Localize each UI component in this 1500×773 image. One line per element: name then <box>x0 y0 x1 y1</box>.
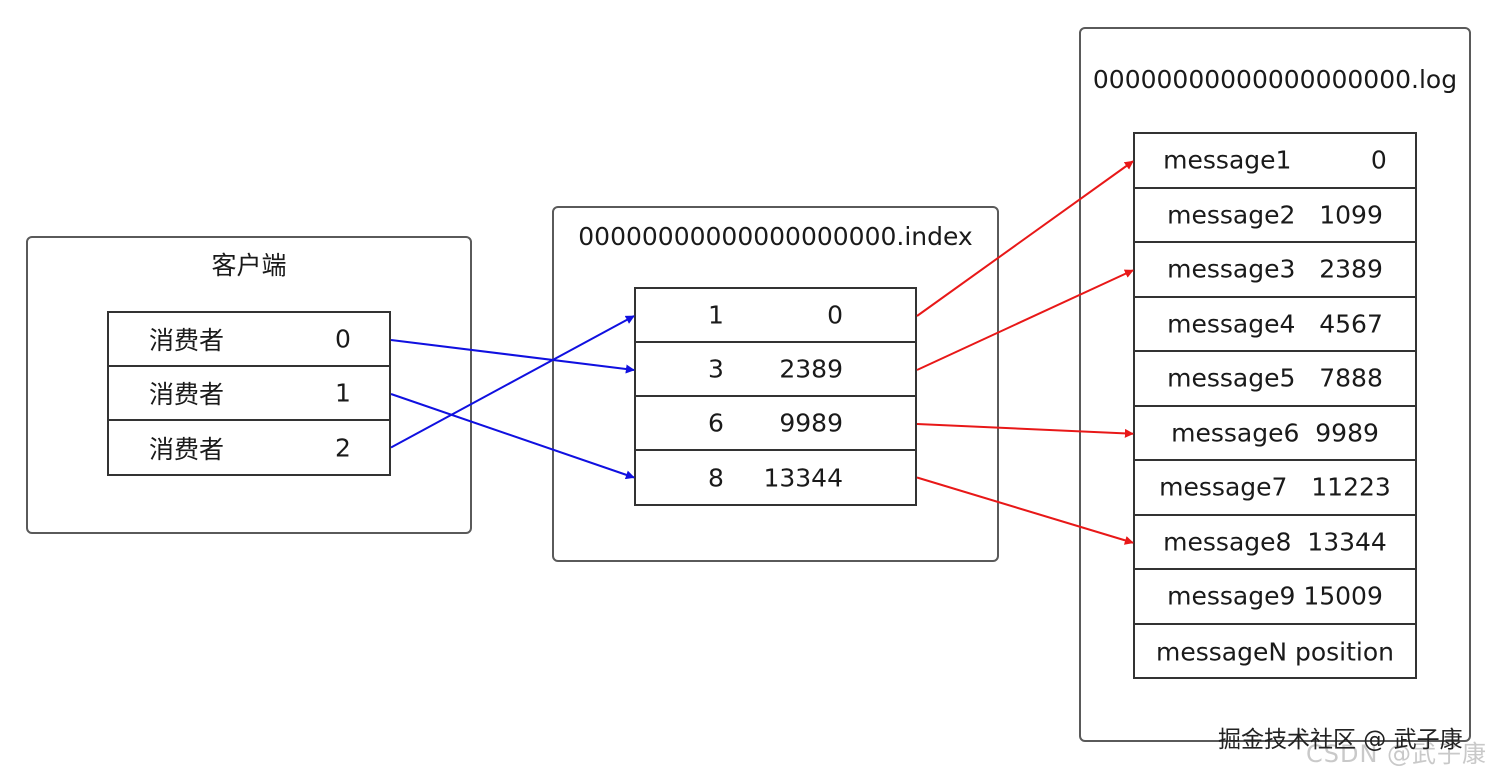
consumer-label: 消费者 <box>149 434 225 464</box>
index-position: 13344 <box>763 463 843 492</box>
log-row-text: messageN position <box>1155 637 1395 667</box>
log-row-text: message7 11223 <box>1159 472 1391 502</box>
index-offset: 6 <box>708 408 724 438</box>
log-row: message1 0 <box>1135 134 1415 189</box>
log-row: messageN position <box>1135 625 1415 680</box>
log-file-title: 00000000000000000000.log <box>1092 65 1458 94</box>
log-row: message2 1099 <box>1135 189 1415 243</box>
index-offset: 3 <box>708 354 724 384</box>
watermark-ghost: CSDN @武子康 <box>1306 740 1488 768</box>
log-row-text: message5 7888 <box>1167 363 1383 393</box>
log-row: message7 11223 <box>1135 461 1415 516</box>
log-row-text: message2 1099 <box>1167 200 1383 230</box>
log-row: message8 13344 <box>1135 516 1415 570</box>
log-row: message5 7888 <box>1135 352 1415 407</box>
consumer-id: 1 <box>335 378 351 408</box>
index-row: 3 2389 <box>636 343 915 397</box>
index-row: 6 9989 <box>636 397 915 451</box>
log-row-text: message9 15009 <box>1167 581 1383 611</box>
consumer-table: 消费者 0 消费者 1 消费者 2 <box>107 311 391 476</box>
log-row-text: message1 0 <box>1163 145 1387 175</box>
log-row: message3 2389 <box>1135 243 1415 298</box>
consumer-label: 消费者 <box>149 380 225 409</box>
index-offset: 1 <box>708 300 724 330</box>
consumer-id: 0 <box>335 324 351 354</box>
client-title: 客户端 <box>211 251 287 280</box>
index-row: 8 13344 <box>636 451 915 504</box>
log-row: message9 15009 <box>1135 570 1415 625</box>
consumer-row: 消费者 1 <box>109 367 389 421</box>
log-row-text: message4 4567 <box>1167 309 1383 339</box>
log-row: message6 9989 <box>1135 407 1415 461</box>
consumer-id: 2 <box>335 433 351 462</box>
log-row: message4 4567 <box>1135 298 1415 352</box>
index-table: 1 0 3 2389 6 9989 8 13344 <box>634 287 917 506</box>
log-row-text: message8 13344 <box>1163 527 1387 557</box>
index-position: 9989 <box>779 408 843 438</box>
consumer-row: 消费者 2 <box>109 421 389 474</box>
index-position: 2389 <box>779 354 843 384</box>
index-position: 0 <box>827 300 843 330</box>
index-row: 1 0 <box>636 289 915 343</box>
log-row-text: message3 2389 <box>1167 254 1383 284</box>
index-file-title: 00000000000000000000.index <box>578 222 973 251</box>
consumer-row: 消费者 0 <box>109 313 389 367</box>
log-row-text: message6 9989 <box>1171 418 1379 448</box>
index-offset: 8 <box>708 463 724 492</box>
log-table: message1 0 message2 1099 message3 2389 m… <box>1133 132 1417 679</box>
watermark: 掘金技术社区 @ 武子康 <box>1218 727 1463 753</box>
consumer-label: 消费者 <box>149 326 225 355</box>
